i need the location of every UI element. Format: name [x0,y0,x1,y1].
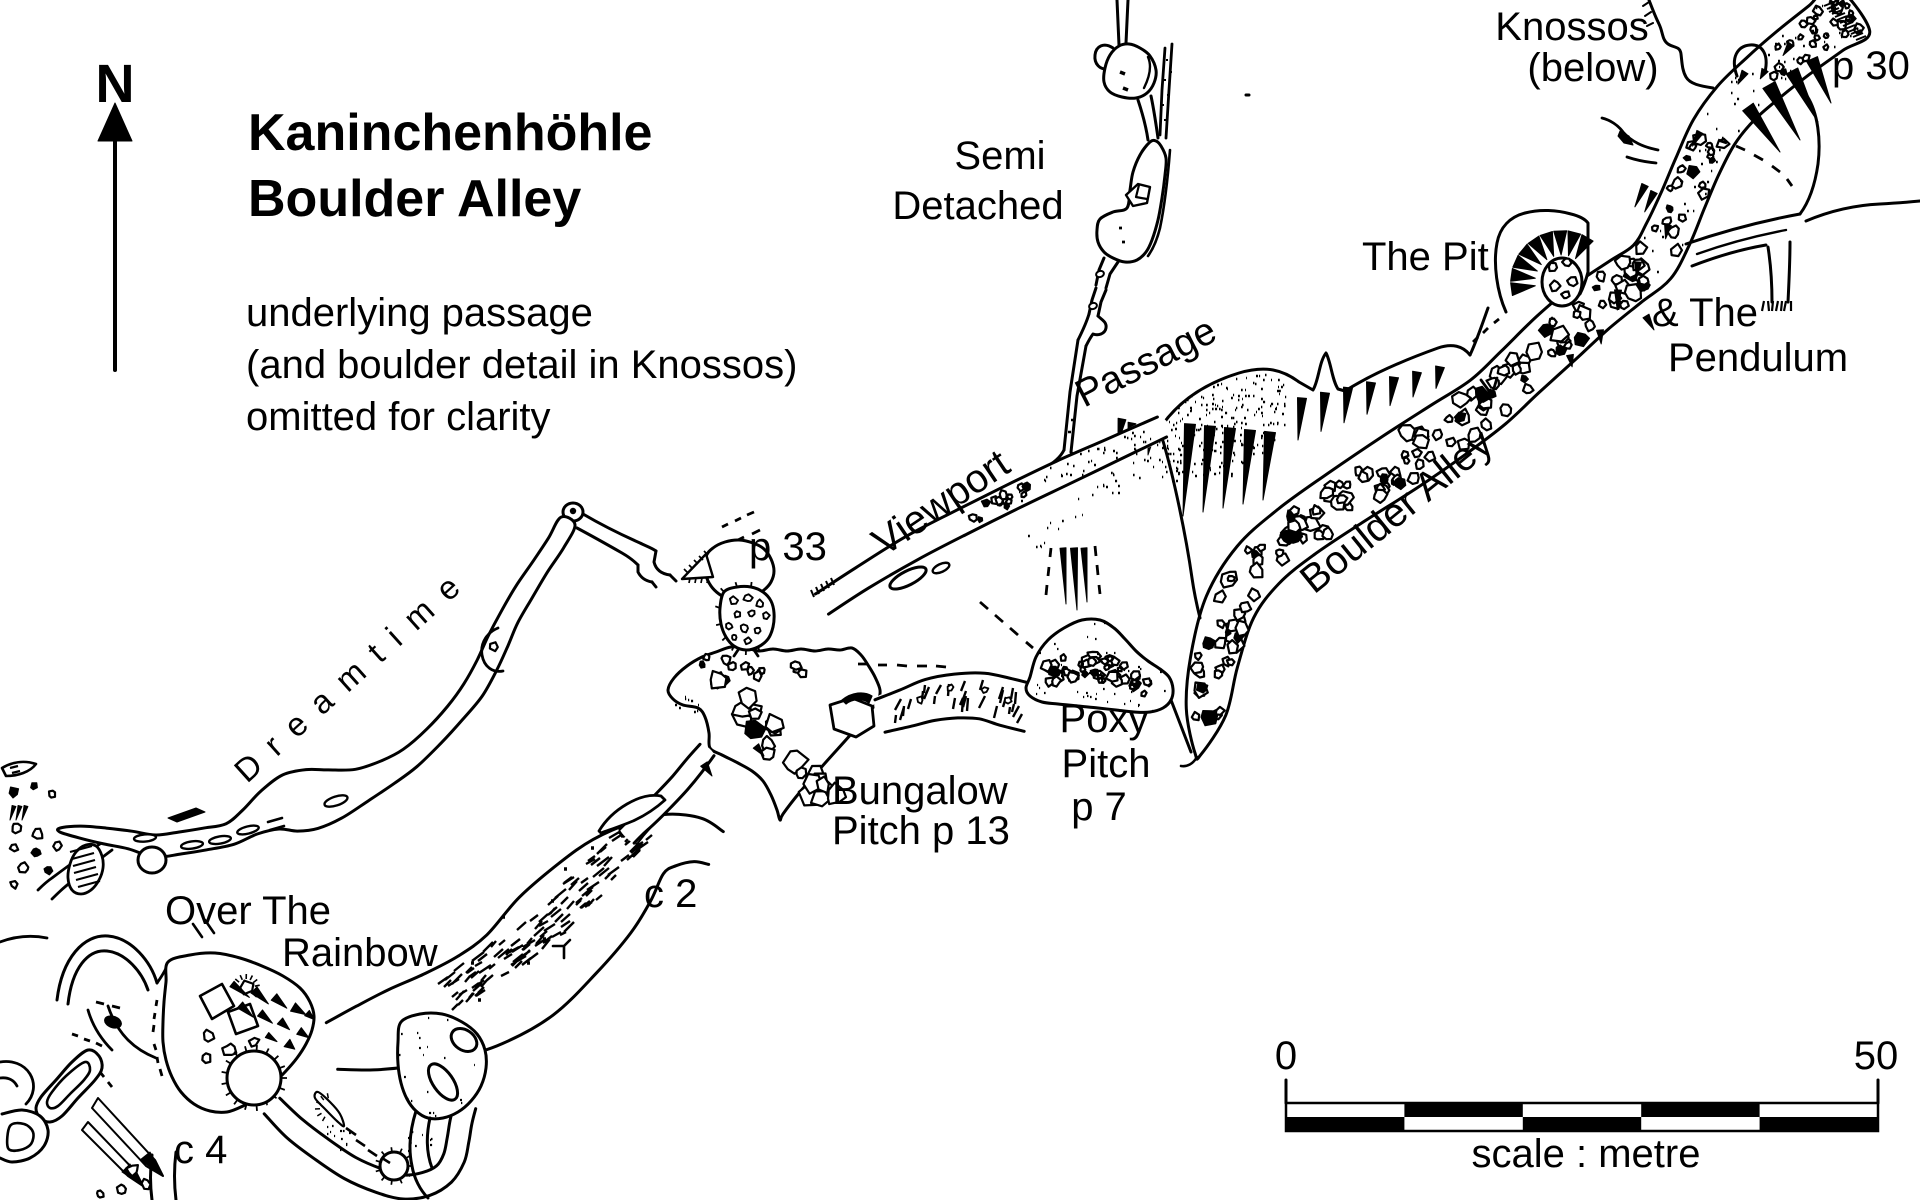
svg-text:omitted for clarity: omitted for clarity [246,395,551,439]
svg-text:Pitch p 13: Pitch p 13 [832,809,1010,853]
svg-text:scale : metre: scale : metre [1472,1132,1701,1176]
svg-text:Poxy: Poxy [1060,697,1149,741]
svg-text:50: 50 [1854,1034,1899,1078]
svg-text:c 4: c 4 [174,1128,227,1172]
svg-text:(below): (below) [1527,46,1658,90]
svg-text:Kaninchenhöhle: Kaninchenhöhle [248,104,652,162]
svg-text:Knossos: Knossos [1495,5,1648,49]
svg-text:p 33: p 33 [749,525,827,569]
svg-text:The Pit: The Pit [1362,235,1489,279]
svg-text:underlying passage: underlying passage [246,291,593,335]
svg-text:Pitch: Pitch [1062,742,1151,786]
svg-text:Semi: Semi [954,134,1045,178]
svg-text:& The: & The [1652,291,1758,335]
svg-text:0: 0 [1275,1034,1297,1078]
svg-text:Rainbow: Rainbow [282,931,438,975]
svg-text:Over The: Over The [165,889,331,933]
svg-text:Bungalow: Bungalow [832,769,1008,813]
svg-text:p 7: p 7 [1071,785,1127,829]
svg-text:p 30: p 30 [1832,44,1910,88]
svg-text:Pendulum: Pendulum [1668,336,1848,380]
svg-text:Boulder Alley: Boulder Alley [248,170,581,228]
svg-text:c 2: c 2 [644,872,697,916]
svg-text:Detached: Detached [892,184,1063,228]
svg-text:(and boulder detail in Knossos: (and boulder detail in Knossos) [246,343,797,387]
